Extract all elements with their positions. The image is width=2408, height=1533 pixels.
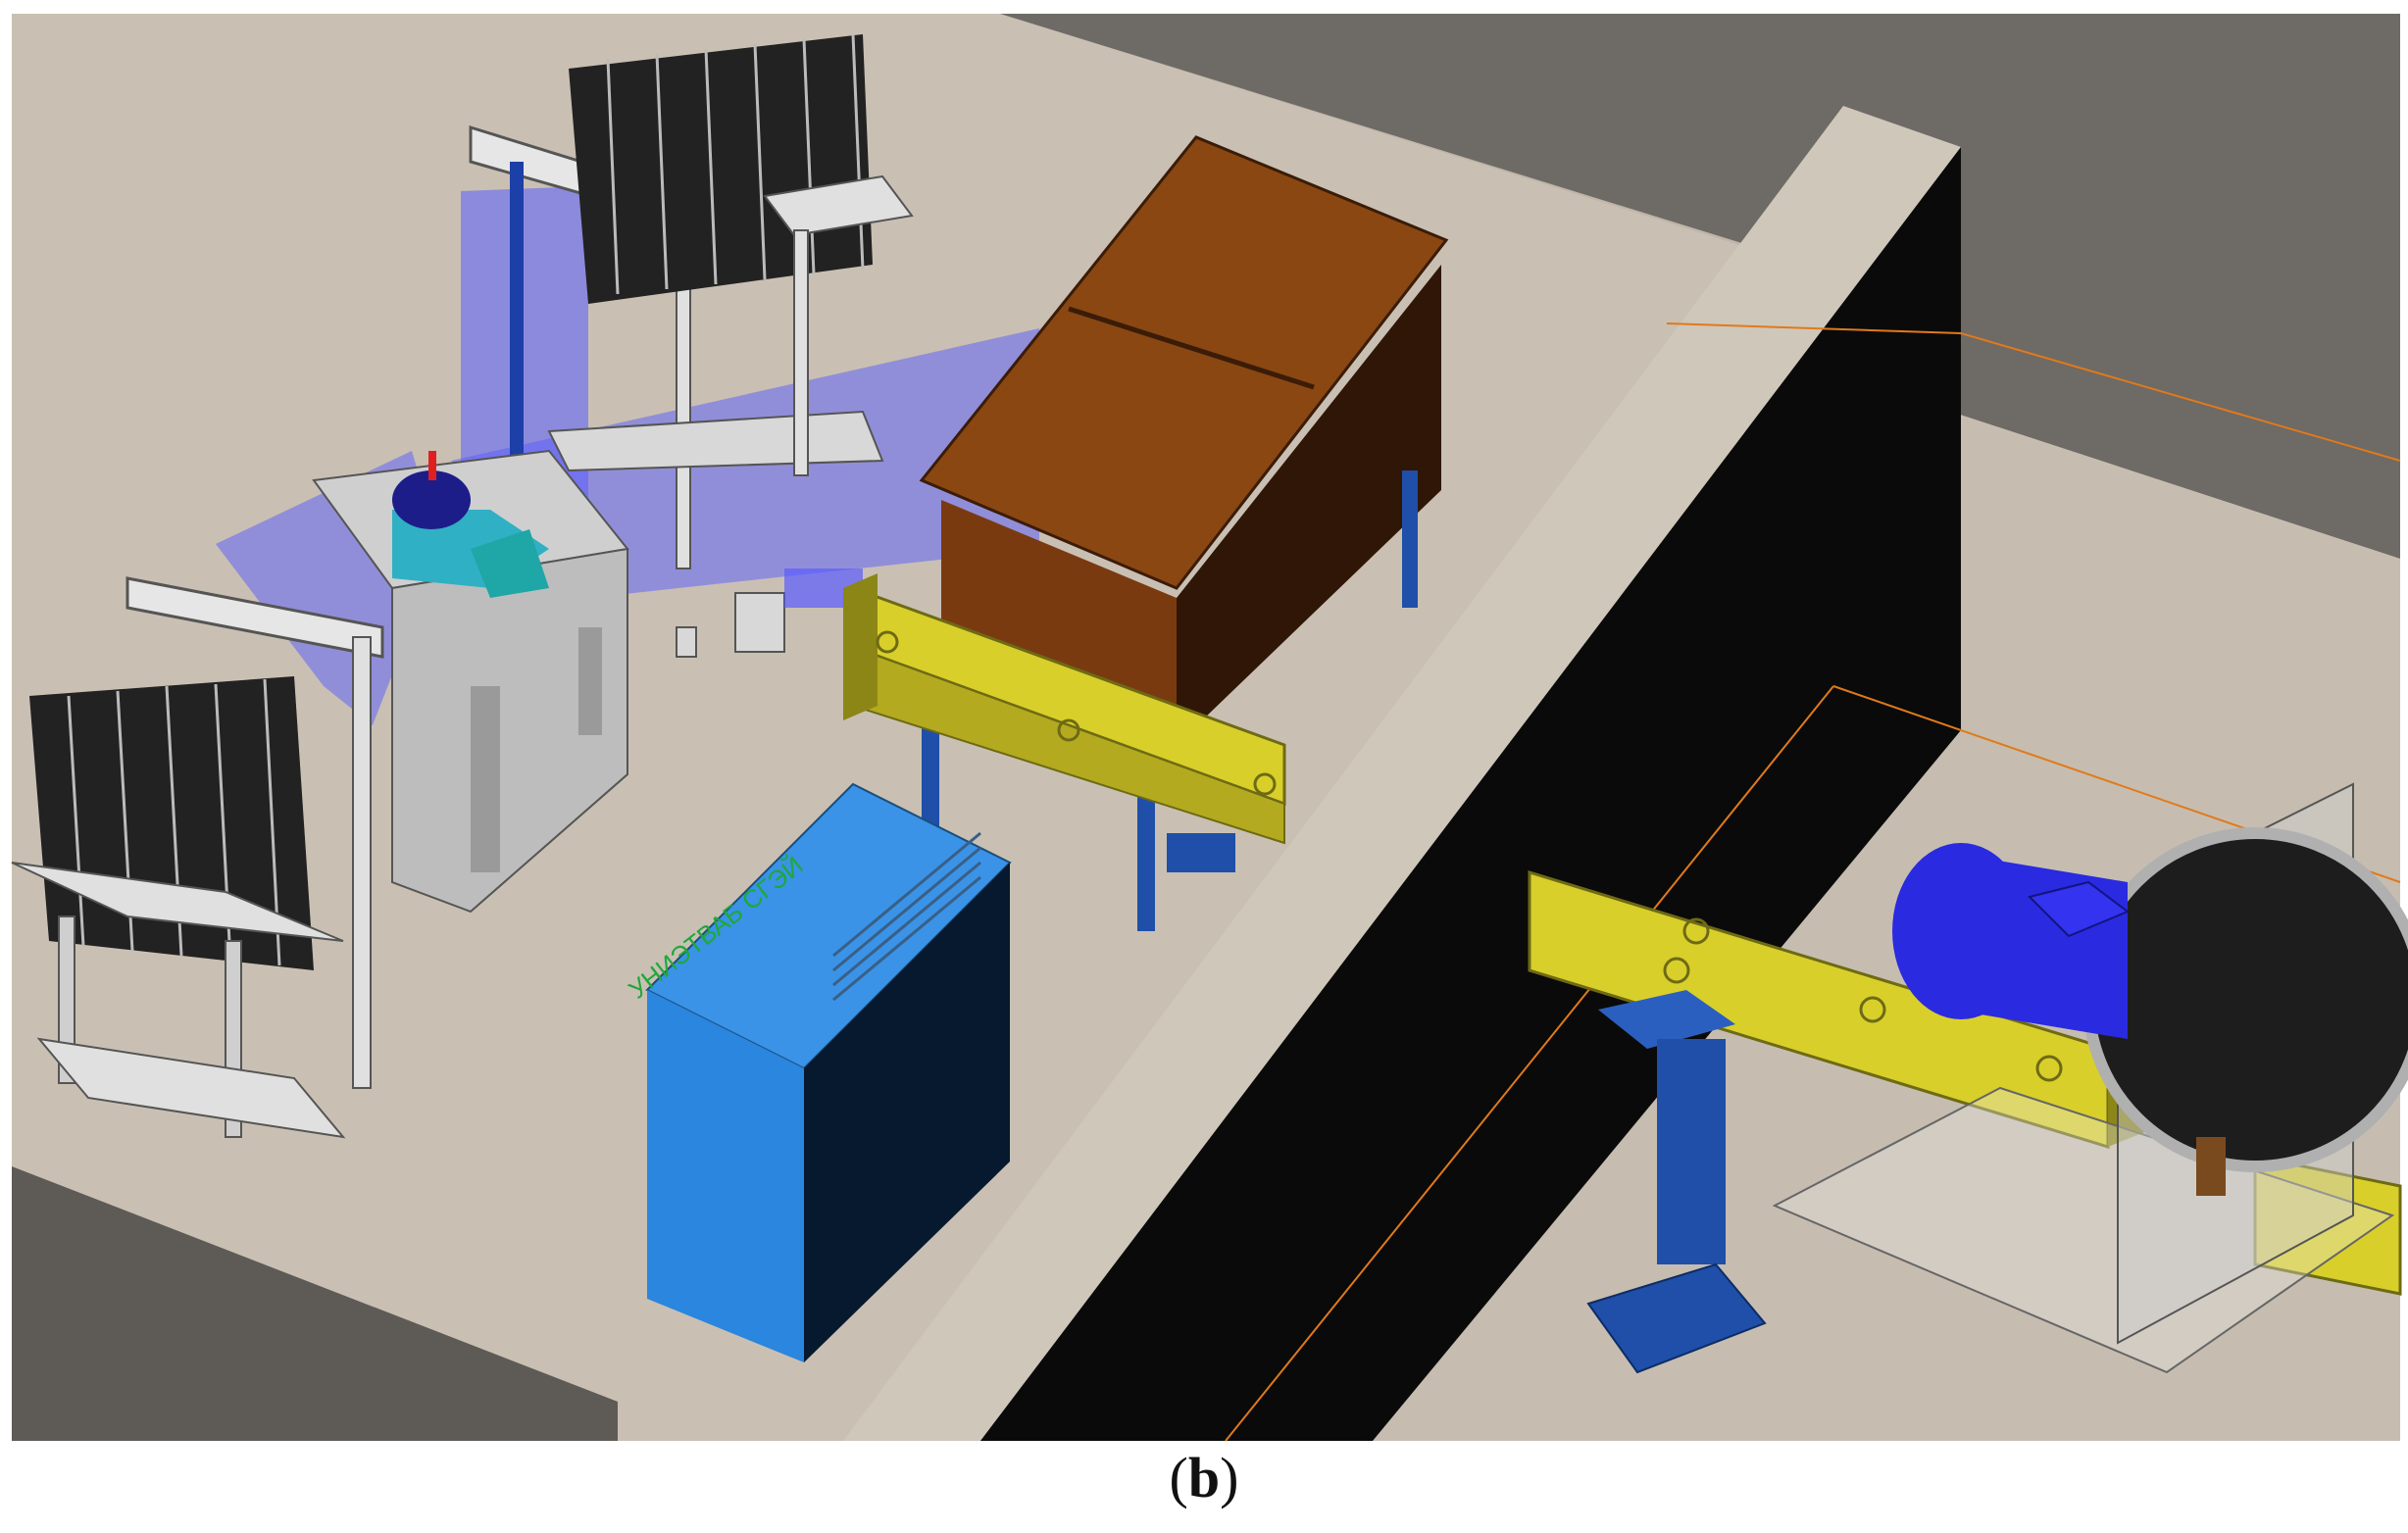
caption-letter: b [1187, 1446, 1221, 1509]
chopper-assembly [1772, 782, 2408, 1374]
sample-chamber-side [1177, 265, 1441, 745]
sample-chamber-top [919, 135, 1449, 590]
pit-floor-strip [980, 1367, 1373, 1441]
sample-head [392, 470, 471, 529]
ground-upper-right [1000, 14, 2400, 559]
caption-open-paren: ( [1169, 1446, 1188, 1509]
support-pedestal-left [1167, 833, 1235, 872]
shielding-wall-pit [980, 147, 1961, 1441]
caption-close-paren: ) [1220, 1446, 1239, 1509]
guide-line-upper [1666, 322, 2401, 462]
support-pedestal-right [1586, 990, 1767, 1374]
detector-rack-upper [469, 33, 914, 569]
floor-right [1373, 412, 2400, 1441]
detector-array-upper [569, 33, 873, 304]
figure-caption: (b) [0, 1439, 2408, 1517]
motor-terminal-box [2028, 880, 2130, 938]
detector-rack-left [11, 576, 384, 1139]
shielding-wall-top [843, 106, 1961, 1441]
sample-pin [428, 451, 436, 480]
beam-guide-upper [843, 573, 1286, 845]
goniometer-stand [312, 449, 629, 914]
cabinet-front [647, 990, 804, 1362]
chopper-frame-glass [1772, 1086, 2395, 1374]
guide-line-diag [1225, 685, 1834, 1442]
chopper-disk [2082, 827, 2408, 1172]
ledge-bottom-left [12, 1166, 618, 1441]
cabinet-side [804, 863, 1010, 1362]
cabinet-vents [832, 831, 981, 1002]
